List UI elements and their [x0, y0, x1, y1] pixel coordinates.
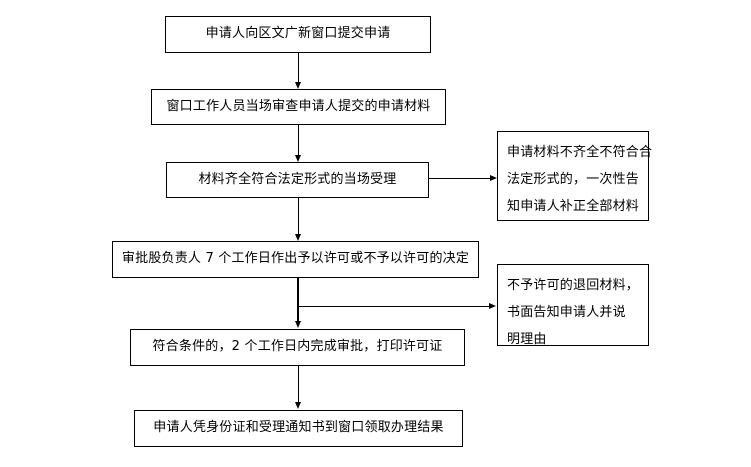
- node-approve-2-days-label: 符合条件的，2 个工作日内完成审批，打印许可证: [152, 339, 443, 355]
- node-collect-result: 申请人凭身份证和受理通知书到窗口领取办理结果: [134, 410, 463, 447]
- connector-decision-to-rejected-return: [298, 306, 490, 307]
- arrow-submit-to-window-review: [295, 82, 301, 89]
- node-incomplete-materials: 申请材料不齐全不符合合 法定形式的，一次性告 知申请人补正全部材料: [497, 131, 653, 221]
- node-window-review-label: 窗口工作人员当场审查申请人提交的申请材料: [166, 98, 431, 114]
- connector-approve-to-collect: [298, 366, 299, 403]
- node-rejected-return-line-3: 明理由: [507, 332, 547, 347]
- arrow-decision-to-approve: [295, 321, 301, 328]
- connector-accept-to-incomplete-materials: [429, 178, 491, 179]
- connector-decision-to-approve-stub: [297, 278, 299, 322]
- arrow-window-review-to-accept: [295, 155, 301, 162]
- node-decision-7-days: 审批股负责人 7 个工作日作出予以许可或不予以许可的决定: [112, 241, 479, 278]
- arrow-decision-to-rejected-return: [489, 303, 496, 309]
- node-submit-application: 申请人向区文广新窗口提交申请: [165, 16, 431, 53]
- arrow-approve-to-collect: [295, 402, 301, 409]
- node-accept-on-site: 材料齐全符合法定形式的当场受理: [166, 162, 429, 198]
- connector-accept-to-decision: [298, 198, 299, 234]
- node-submit-application-label: 申请人向区文广新窗口提交申请: [205, 26, 391, 42]
- node-incomplete-materials-line-3: 知申请人补正全部材料: [507, 199, 640, 214]
- node-incomplete-materials-line-1: 申请材料不齐全不符合合: [507, 145, 653, 160]
- node-approve-2-days: 符合条件的，2 个工作日内完成审批，打印许可证: [130, 329, 465, 366]
- connector-window-review-to-accept: [298, 125, 299, 155]
- node-accept-on-site-label: 材料齐全符合法定形式的当场受理: [198, 171, 397, 187]
- node-window-review: 窗口工作人员当场审查申请人提交的申请材料: [151, 89, 446, 125]
- arrow-accept-to-incomplete-materials: [490, 175, 497, 181]
- node-rejected-return-line-2: 书面告知申请人并说: [507, 305, 626, 320]
- node-collect-result-label: 申请人凭身份证和受理通知书到窗口领取办理结果: [153, 420, 444, 436]
- node-rejected-return-line-1: 不予许可的退回材料，: [507, 278, 640, 293]
- node-rejected-return: 不予许可的退回材料， 书面告知申请人并说 明理由: [497, 264, 649, 347]
- connector-submit-to-window-review: [298, 53, 299, 83]
- node-decision-7-days-label: 审批股负责人 7 个工作日作出予以许可或不予以许可的决定: [121, 251, 470, 267]
- node-incomplete-materials-line-2: 法定形式的，一次性告: [507, 172, 640, 187]
- arrow-accept-to-decision: [295, 234, 301, 241]
